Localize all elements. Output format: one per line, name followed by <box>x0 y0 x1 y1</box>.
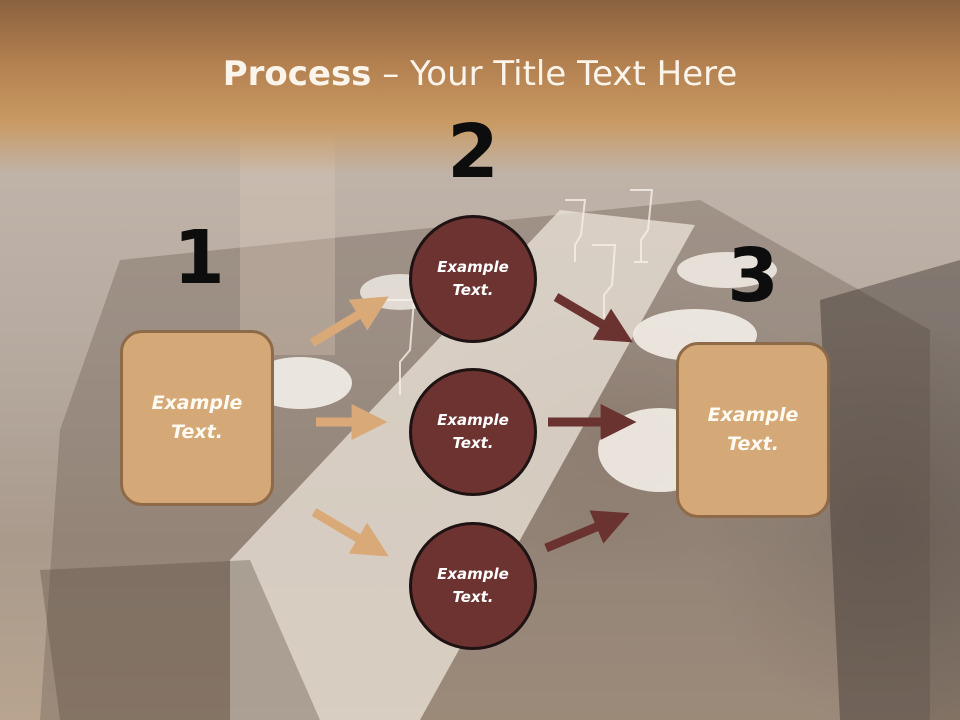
step-number-1: 1 <box>173 215 225 301</box>
arrow-from-circle-1 <box>553 293 633 343</box>
input-box-line1: Example <box>151 392 243 414</box>
circle-2-line1: Example <box>437 411 509 429</box>
step-number-2: 2 <box>447 109 499 195</box>
output-box: Example Text. <box>676 342 830 518</box>
process-circle-3: Example Text. <box>409 522 537 650</box>
circle-1-line1: Example <box>437 258 509 276</box>
arrow-to-circle-1 <box>309 296 389 347</box>
output-box-line1: Example <box>707 404 799 426</box>
title-bold: Process <box>222 54 372 94</box>
output-box-line2: Text. <box>727 433 779 455</box>
plate <box>248 357 352 409</box>
process-circle-1: Example Text. <box>409 215 537 343</box>
arrow-to-circle-3 <box>311 508 389 557</box>
chair-left <box>40 560 320 720</box>
title-rest: – Your Title Text Here <box>371 54 738 94</box>
step-number-3: 3 <box>727 233 779 319</box>
circle-3-line2: Text. <box>452 588 494 606</box>
circle-1-line2: Text. <box>452 281 494 299</box>
circle-2-line2: Text. <box>452 434 494 452</box>
page-title: Process – Your Title Text Here <box>0 52 960 96</box>
input-box: Example Text. <box>120 330 274 506</box>
plate <box>677 252 777 288</box>
input-box-line2: Text. <box>171 421 223 443</box>
circle-3-line1: Example <box>437 565 509 583</box>
chair-right <box>820 260 960 720</box>
title-band <box>0 0 960 175</box>
process-circle-2: Example Text. <box>409 368 537 496</box>
arrow-from-circle-3 <box>544 510 630 553</box>
wine-glasses <box>386 189 654 395</box>
